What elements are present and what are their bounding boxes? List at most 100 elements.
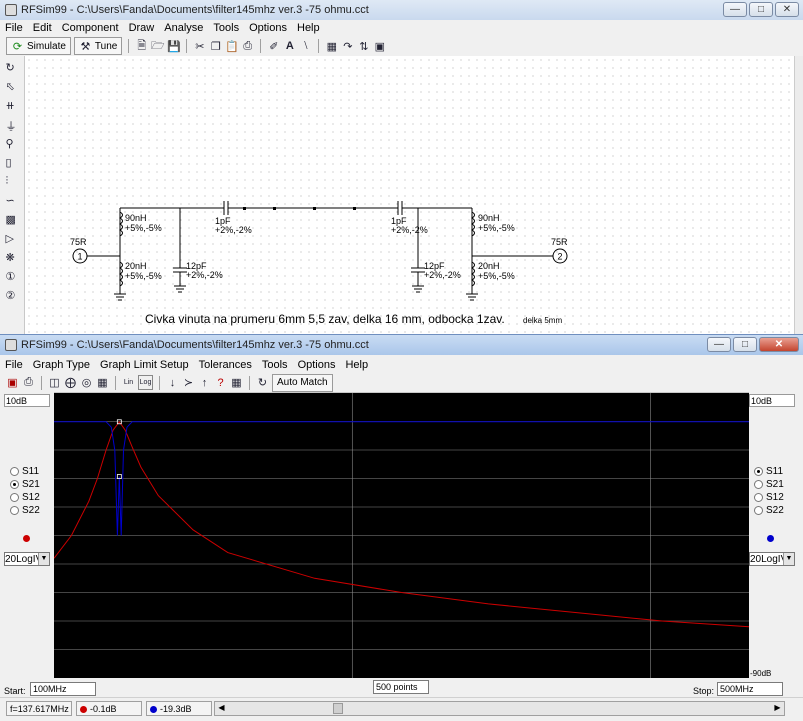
- simulate-button[interactable]: ⟳Simulate: [6, 37, 71, 55]
- graph-close-button[interactable]: ✕: [759, 337, 799, 352]
- menu-edit[interactable]: Edit: [32, 22, 52, 34]
- menu-graph-limit-setup[interactable]: Graph Limit Setup: [100, 359, 189, 371]
- save-icon[interactable]: 💾: [166, 40, 181, 53]
- toolbar-separator: [41, 375, 42, 390]
- line-icon[interactable]: ⧵: [304, 39, 308, 52]
- chevron-down-icon: ▼: [38, 553, 49, 565]
- s11-trace: [54, 421, 749, 536]
- s21-marker[interactable]: [116, 419, 122, 425]
- print-icon[interactable]: ⎙: [243, 39, 253, 52]
- menu-analyse[interactable]: Analyse: [164, 22, 204, 34]
- text-icon[interactable]: A: [285, 40, 294, 52]
- l3-tolerance: +5%,-5%: [478, 223, 515, 233]
- rect-graph-icon[interactable]: ◫: [49, 377, 60, 389]
- calculator-icon[interactable]: ▦: [326, 40, 338, 53]
- copy-icon[interactable]: ❐: [210, 40, 221, 53]
- lin-scale-icon[interactable]: Lin: [123, 379, 134, 386]
- table-icon[interactable]: ▦: [97, 377, 108, 389]
- smith-chart-icon[interactable]: ⨁: [65, 377, 76, 389]
- resistor-icon[interactable]: ▯: [5, 157, 12, 169]
- right-scale-label: 10dB: [749, 394, 795, 407]
- transistor-icon[interactable]: ❋: [5, 252, 15, 264]
- pen-icon[interactable]: ✐: [269, 40, 279, 53]
- left-mode-select[interactable]: 20LogIV▼: [4, 552, 50, 566]
- menu-options[interactable]: Options: [249, 22, 287, 34]
- frequency-scrollbar[interactable]: ◀ ▶: [214, 701, 785, 716]
- menu-graph-type[interactable]: Graph Type: [32, 359, 91, 371]
- copy-graph-icon[interactable]: ▣: [7, 377, 18, 389]
- log-scale-icon[interactable]: Log: [138, 375, 153, 390]
- paste-icon[interactable]: 📋: [224, 40, 239, 53]
- right-radio-s21[interactable]: S21: [754, 479, 784, 490]
- marker-up-icon[interactable]: ↑: [201, 376, 208, 389]
- schematic-canvas[interactable]: 1 2 75R 75R 90nH +5%,-5% 20nH +5%,-5% 12…: [25, 56, 794, 334]
- graph-maximize-button[interactable]: □: [733, 337, 757, 352]
- menu-tools[interactable]: Tools: [261, 359, 288, 371]
- rotate-tool-icon[interactable]: ↻: [5, 62, 15, 74]
- flip-icon[interactable]: ⇅: [359, 40, 369, 53]
- menu-options[interactable]: Options: [297, 359, 336, 371]
- left-scale-label: 10dB: [4, 394, 50, 407]
- l4-tolerance: +5%,-5%: [478, 271, 515, 281]
- left-radio-s12[interactable]: S12: [10, 492, 40, 503]
- polar-chart-icon[interactable]: ◎: [81, 377, 92, 389]
- close-button[interactable]: ✕: [775, 2, 799, 17]
- menu-help[interactable]: Help: [297, 22, 320, 34]
- right-radio-s11[interactable]: S11: [754, 466, 783, 477]
- schematic-drawing: 1 2: [72, 201, 568, 301]
- toolbar-separator: [186, 39, 188, 53]
- marker-help-icon[interactable]: ?: [217, 376, 224, 389]
- graph-minimize-button[interactable]: —: [707, 337, 731, 352]
- left-radio-s11[interactable]: S11: [10, 466, 39, 477]
- left-radio-s22[interactable]: S22: [10, 505, 40, 516]
- right-radio-s21-label: S21: [766, 479, 784, 490]
- optimize-icon[interactable]: ▦: [231, 377, 242, 389]
- port2-icon[interactable]: ②: [5, 290, 16, 302]
- print-icon[interactable]: ⎙: [24, 376, 33, 388]
- menu-file[interactable]: File: [5, 22, 23, 34]
- port1-icon[interactable]: ①: [5, 271, 16, 283]
- marker-down-icon[interactable]: ↓: [169, 376, 176, 389]
- s-parameter-plot[interactable]: [54, 393, 749, 678]
- probe-icon[interactable]: ⚲: [5, 138, 14, 150]
- scroll-left-icon[interactable]: ◀: [218, 703, 225, 712]
- right-radio-s22[interactable]: S22: [754, 505, 784, 516]
- marker-frequency: f=137.617MHz: [6, 701, 72, 716]
- rotate-icon[interactable]: ↷: [343, 40, 353, 53]
- menu-draw[interactable]: Draw: [128, 22, 155, 34]
- amplifier-icon[interactable]: ▷: [5, 233, 14, 245]
- s11-marker[interactable]: [116, 474, 122, 479]
- component-icon[interactable]: ▣: [374, 40, 386, 53]
- menu-tolerances[interactable]: Tolerances: [198, 359, 252, 371]
- right-radio-s12[interactable]: S12: [754, 492, 784, 503]
- menu-file[interactable]: File: [5, 359, 23, 371]
- scroll-right-icon[interactable]: ▶: [774, 703, 781, 712]
- left-radio-s21[interactable]: S21: [10, 479, 40, 490]
- toolbar-separator: [260, 39, 262, 53]
- points-input[interactable]: 500 points: [373, 680, 429, 694]
- schematic-vertical-scrollbar[interactable]: [794, 56, 803, 334]
- stop-frequency-input[interactable]: 500MHz: [717, 682, 783, 696]
- menu-help[interactable]: Help: [345, 359, 369, 371]
- tune-button[interactable]: ⚒Tune: [73, 37, 123, 55]
- maximize-button[interactable]: □: [749, 2, 773, 17]
- transformer-icon[interactable]: ▩: [5, 214, 16, 226]
- inductor-icon[interactable]: ∽: [5, 195, 15, 207]
- tune-icon[interactable]: ↻: [257, 377, 268, 389]
- cut-icon[interactable]: ✂: [195, 40, 205, 53]
- marker-between-icon[interactable]: ≻: [183, 377, 194, 389]
- pointer-icon[interactable]: ⬁: [5, 81, 15, 93]
- start-frequency-input[interactable]: 100MHz: [30, 682, 96, 696]
- menu-tools[interactable]: Tools: [213, 22, 240, 34]
- new-file-icon[interactable]: 🗎: [137, 39, 147, 52]
- open-folder-icon[interactable]: 🗁: [151, 39, 165, 52]
- menu-component[interactable]: Component: [61, 22, 119, 34]
- minimize-button[interactable]: —: [723, 2, 747, 17]
- capacitor-icon[interactable]: ⫶: [5, 175, 9, 187]
- scrollbar-thumb[interactable]: [333, 703, 343, 714]
- right-mode-select[interactable]: 20LogIV▼: [749, 552, 795, 566]
- ground-icon[interactable]: ⏚: [5, 121, 17, 133]
- toolbar-separator: [128, 39, 130, 53]
- wire-icon[interactable]: ⧺: [5, 100, 15, 112]
- auto-match-button[interactable]: Auto Match: [272, 373, 333, 392]
